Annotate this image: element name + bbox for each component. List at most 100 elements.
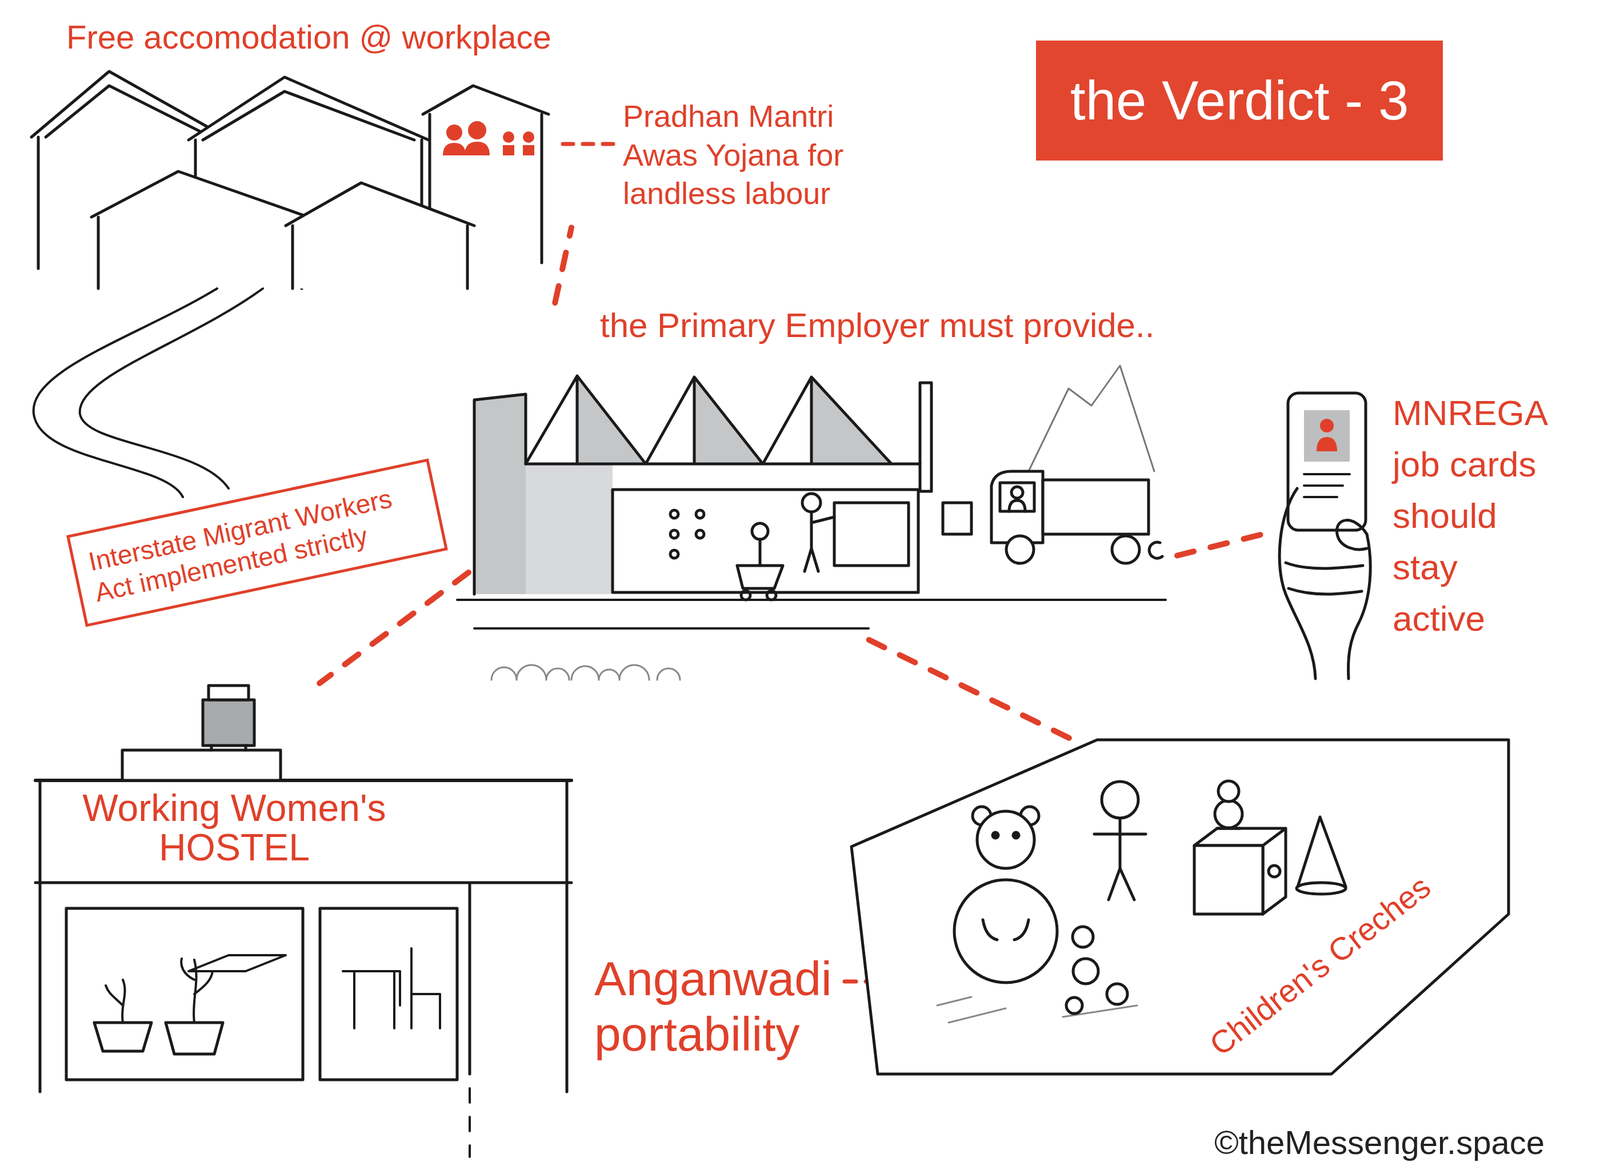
- creche-drawing: [982, 920, 1029, 940]
- act-box: Interstate Migrant Workers Act implement…: [66, 458, 448, 628]
- creche-drawing: [1268, 865, 1280, 878]
- creche-drawing: [1194, 828, 1286, 915]
- factory-drawing: [696, 510, 704, 519]
- creche-drawing: [1217, 827, 1240, 831]
- factory-drawing: [1009, 500, 1026, 512]
- node-text: Children's Creches: [1202, 867, 1439, 1064]
- people-icon: [442, 142, 466, 156]
- leader-line: [562, 142, 614, 147]
- job-card-drawing: [1279, 393, 1371, 679]
- job-card-drawing: [1316, 437, 1338, 452]
- people-icon: [468, 121, 487, 140]
- hostel-drawing: [188, 955, 286, 972]
- hostel-drawing: [468, 1088, 471, 1158]
- job-card-drawing: [1304, 474, 1350, 498]
- factory-drawing: [1112, 536, 1140, 564]
- road: [33, 288, 263, 498]
- hostel-drawing: [94, 1022, 223, 1055]
- factory-drawing: [670, 530, 679, 539]
- job-card-drawing: [1288, 393, 1366, 531]
- hostel-node: Working Women's HOSTEL: [35, 683, 572, 1092]
- factory-drawing: [696, 530, 704, 539]
- creche-drawing: [1297, 817, 1346, 889]
- job-card-drawing: [1320, 418, 1334, 433]
- creche-drawing: [977, 811, 1035, 869]
- creche-drawing: [851, 740, 1509, 1075]
- houses-drawing: [285, 182, 475, 289]
- hostel-drawing: [35, 780, 572, 1092]
- callout-note: Anganwadi portability: [594, 951, 846, 1062]
- factory-drawing: [457, 600, 1166, 629]
- factory-drawing: [1149, 542, 1163, 559]
- factory-drawing: [834, 502, 909, 566]
- houses-drawing: [31, 71, 549, 289]
- hostel-drawing: [35, 778, 572, 783]
- creche-drawing: [1106, 984, 1128, 1005]
- hostel-drawing: [202, 700, 255, 746]
- hostel-drawing: [35, 685, 572, 1158]
- factory-drawing: [920, 382, 932, 492]
- node-text: MNREGA job cards should stay active: [1392, 387, 1556, 644]
- scheme-note: Pradhan Mantri Awas Yojana for landless …: [622, 97, 880, 214]
- creche-node: Children's Creches: [851, 740, 1509, 1075]
- factory-drawing: [942, 502, 972, 535]
- people-icon: [442, 121, 535, 156]
- hostel-drawing: [342, 948, 440, 1029]
- factory-drawing: [670, 510, 679, 519]
- hostel-drawing: [320, 908, 458, 1080]
- people-icon: [522, 131, 535, 143]
- factory-drawing: [804, 512, 835, 572]
- creche-drawing: [1013, 832, 1019, 839]
- dashed-connector: [554, 227, 572, 303]
- factory-node: the Primary Employer must provide..: [468, 302, 1178, 640]
- factory-drawing: [802, 493, 821, 512]
- hostel-drawing: [208, 685, 249, 700]
- factory-drawing: [766, 590, 776, 600]
- people-icon: [464, 141, 490, 156]
- job-card-drawing: [1304, 410, 1350, 462]
- job-card-node: MNREGA job cards should stay active: [1262, 382, 1572, 686]
- road: [33, 288, 218, 498]
- factory-drawing: [670, 550, 679, 559]
- title-text: the Verdict - 3: [1070, 70, 1409, 131]
- creche-drawing: [1073, 958, 1099, 984]
- houses-drawing: [91, 171, 309, 289]
- hostel-drawing: [122, 750, 281, 781]
- factory-drawing: [474, 394, 526, 595]
- houses-drawing: [285, 182, 475, 289]
- factory-drawing: [1011, 486, 1023, 499]
- job-card-drawing: [1337, 520, 1367, 550]
- sign-text: Working Women's HOSTEL: [51, 788, 418, 868]
- creche-drawing: [954, 880, 1058, 983]
- factory-drawing: [1006, 536, 1034, 564]
- factory-drawing: [1042, 480, 1149, 535]
- creche-drawing: [1066, 997, 1083, 1014]
- factory-drawing: [737, 539, 783, 589]
- factory-drawing: [991, 471, 1043, 543]
- people-icon: [446, 124, 463, 141]
- factory-drawing: [525, 464, 613, 595]
- factory-drawing: [491, 665, 680, 680]
- creche-drawing: [937, 997, 1138, 1023]
- people-icon: [522, 145, 535, 156]
- job-card-drawing: [1279, 488, 1316, 679]
- creche-drawing: [851, 740, 1509, 1075]
- factory-drawing: [457, 365, 1166, 680]
- factory-drawing: [612, 489, 919, 593]
- node-heading: Free accomodation @ workplace: [66, 17, 552, 58]
- title-box: the Verdict - 3: [1036, 40, 1443, 161]
- creche-drawing: [992, 832, 999, 839]
- people-icon: [502, 145, 515, 156]
- people-icon: [502, 131, 515, 143]
- factory-drawing: [752, 523, 768, 540]
- creche-drawing: [1296, 882, 1346, 895]
- creche-drawing: [1094, 818, 1146, 900]
- road: [80, 288, 263, 489]
- dashed-connector: [319, 572, 469, 684]
- houses-node: Free accomodation @ workplace: [22, 11, 572, 289]
- box-text: Interstate Migrant Workers Act implement…: [85, 477, 429, 610]
- creche-drawing: [1072, 926, 1094, 948]
- creche-drawing: [1194, 845, 1263, 915]
- dashed-connector: [869, 640, 1074, 740]
